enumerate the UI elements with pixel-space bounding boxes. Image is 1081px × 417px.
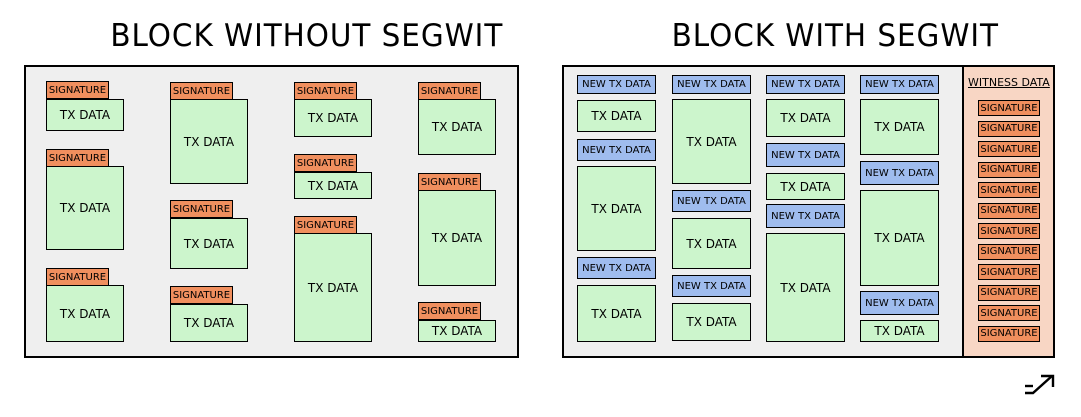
witness-signature-box: SIGNATURE	[978, 243, 1040, 260]
tx-data-box: TX DATA	[860, 190, 939, 286]
left-title: BLOCK WITHOUT SEGWIT	[110, 18, 504, 54]
new-tx-data-box: NEW TX DATA	[860, 161, 939, 185]
signature-box: SIGNATURE	[294, 154, 357, 172]
signature-box: SIGNATURE	[46, 149, 109, 167]
tx-data-box: TX DATA	[46, 166, 124, 250]
signature-box: SIGNATURE	[418, 82, 481, 100]
tx-data-box: TX DATA	[46, 285, 124, 342]
tx-data-box: TX DATA	[577, 166, 656, 251]
tx-data-box: TX DATA	[294, 233, 372, 342]
tx-data-box: TX DATA	[294, 172, 372, 199]
tx-data-box: TX DATA	[860, 99, 939, 155]
new-tx-data-box: NEW TX DATA	[672, 75, 751, 94]
tx-data-box: TX DATA	[46, 99, 124, 131]
witness-signature-box: SIGNATURE	[978, 100, 1040, 116]
witness-signature-box: SIGNATURE	[978, 223, 1040, 239]
witness-signature-box: SIGNATURE	[978, 120, 1040, 137]
signature-box: SIGNATURE	[418, 173, 481, 191]
tx-data-box: TX DATA	[418, 99, 496, 155]
tx-data-box: TX DATA	[170, 218, 248, 269]
new-tx-data-box: NEW TX DATA	[672, 275, 751, 297]
new-tx-data-box: NEW TX DATA	[672, 190, 751, 212]
tx-data-box: TX DATA	[418, 190, 496, 286]
witness-signature-box: SIGNATURE	[978, 141, 1040, 157]
tx-data-box: TX DATA	[672, 218, 751, 269]
signature-box: SIGNATURE	[170, 82, 233, 100]
tx-data-box: TX DATA	[170, 304, 248, 342]
new-tx-data-box: NEW TX DATA	[860, 75, 939, 94]
witness-signature-box: SIGNATURE	[978, 161, 1040, 178]
signature-box: SIGNATURE	[170, 286, 233, 304]
witness-signature-box: SIGNATURE	[978, 284, 1040, 301]
signature-box: SIGNATURE	[170, 200, 233, 218]
tx-data-box: TX DATA	[672, 99, 751, 184]
signature-box: SIGNATURE	[294, 82, 357, 100]
witness-signature-box: SIGNATURE	[978, 305, 1040, 321]
new-tx-data-box: NEW TX DATA	[577, 75, 656, 94]
witness-signature-box: SIGNATURE	[978, 182, 1040, 198]
tx-data-box: TX DATA	[766, 173, 845, 200]
new-tx-data-box: NEW TX DATA	[766, 75, 845, 94]
tx-data-box: TX DATA	[418, 320, 496, 342]
tx-data-box: TX DATA	[294, 99, 372, 137]
tx-data-box: TX DATA	[672, 303, 751, 341]
tx-data-box: TX DATA	[860, 320, 939, 342]
right-title: BLOCK WITH SEGWIT	[671, 18, 999, 54]
witness-signature-box: SIGNATURE	[978, 264, 1040, 280]
tx-data-box: TX DATA	[766, 99, 845, 137]
signature-box: SIGNATURE	[418, 302, 481, 320]
tx-data-box: TX DATA	[577, 285, 656, 342]
new-tx-data-box: NEW TX DATA	[766, 204, 845, 228]
signature-box: SIGNATURE	[46, 268, 109, 286]
new-tx-data-box: NEW TX DATA	[577, 257, 656, 279]
new-tx-data-box: NEW TX DATA	[577, 139, 656, 161]
tx-data-box: TX DATA	[170, 99, 248, 184]
arrow-logo-icon	[1025, 374, 1055, 395]
new-tx-data-box: NEW TX DATA	[860, 291, 939, 315]
signature-box: SIGNATURE	[46, 81, 109, 99]
signature-box: SIGNATURE	[294, 216, 357, 234]
witness-signature-box: SIGNATURE	[978, 325, 1040, 342]
witness-data-title: WITNESS DATA	[968, 76, 1050, 89]
new-tx-data-box: NEW TX DATA	[766, 143, 845, 167]
tx-data-box: TX DATA	[577, 100, 656, 132]
witness-signature-box: SIGNATURE	[978, 202, 1040, 219]
tx-data-box: TX DATA	[766, 233, 845, 342]
